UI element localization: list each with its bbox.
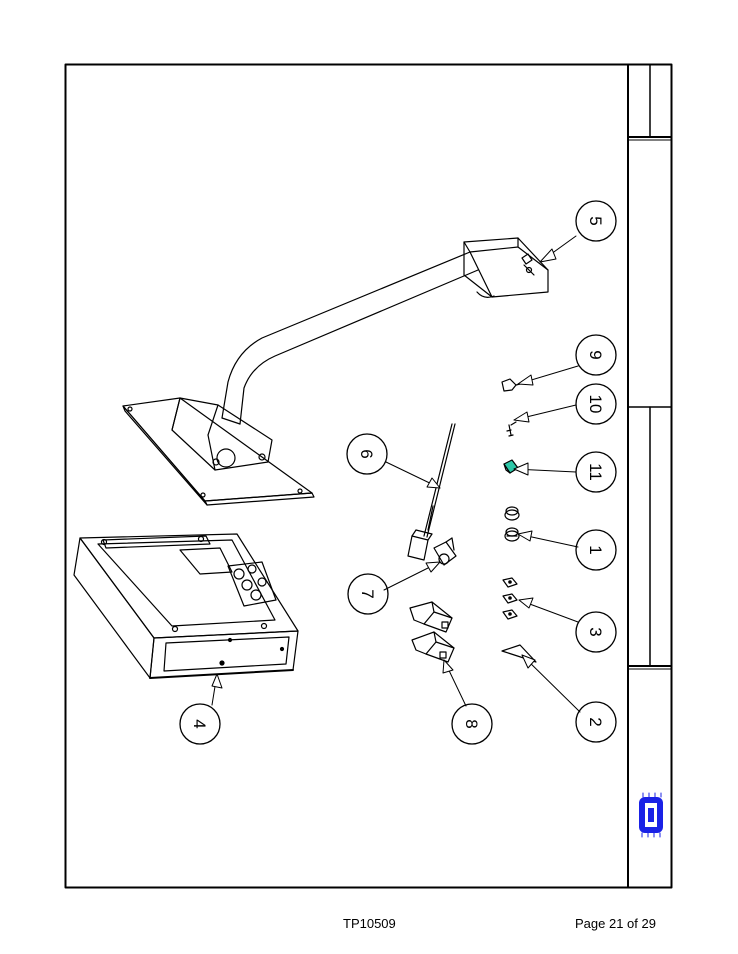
- callout-6: 6: [357, 449, 376, 458]
- leader-lines: [212, 236, 580, 712]
- fitting-part: [434, 538, 456, 565]
- callout-balloons: [180, 201, 616, 744]
- document-id: TP10509: [343, 916, 396, 931]
- clip-parts: [410, 602, 454, 662]
- rod-part: [408, 424, 455, 560]
- callout-5: 5: [586, 216, 605, 225]
- drawing-frame: [66, 65, 672, 888]
- callout-9: 9: [586, 350, 605, 359]
- small-parts: [502, 379, 536, 662]
- callout-8: 8: [462, 719, 481, 728]
- enclosure-box: [74, 534, 298, 678]
- page-number: Page 21 of 29: [575, 916, 656, 931]
- callout-4: 4: [190, 719, 209, 728]
- callout-7: 7: [358, 589, 377, 598]
- callout-10: 10: [586, 395, 605, 414]
- callout-11: 11: [586, 463, 605, 481]
- callout-3: 3: [586, 627, 605, 636]
- callout-1: 1: [586, 545, 605, 554]
- callout-2: 2: [586, 717, 605, 726]
- pole-arm-assembly: [123, 238, 548, 505]
- company-logo-icon: [639, 793, 663, 837]
